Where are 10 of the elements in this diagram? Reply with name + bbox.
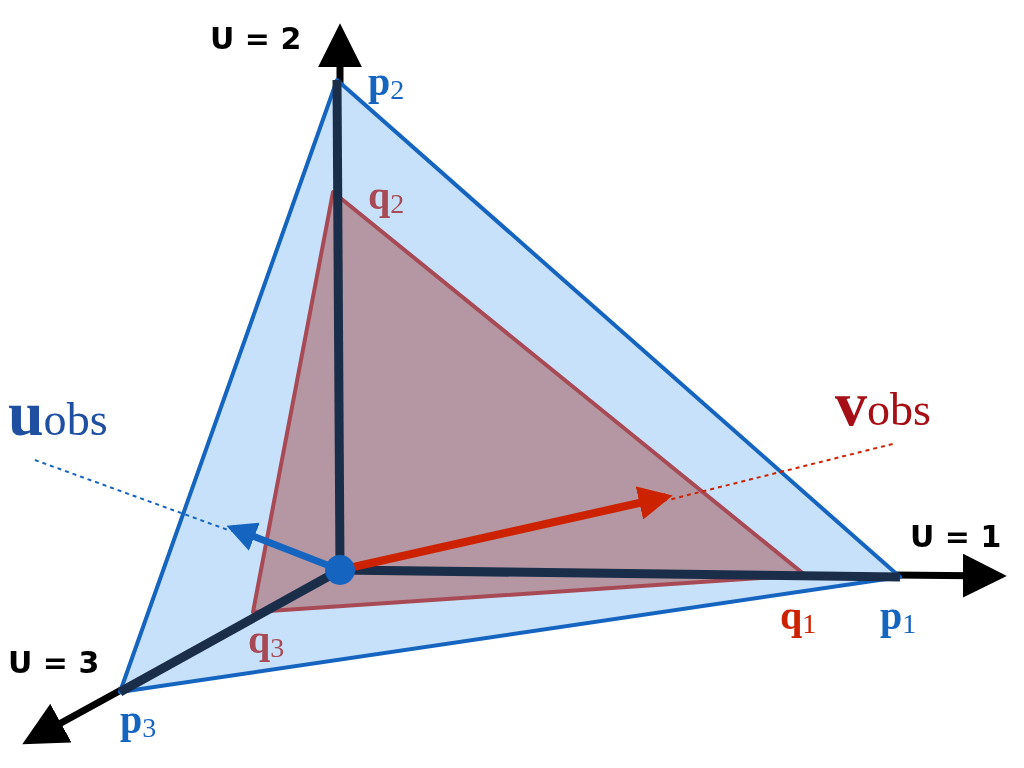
axis-label: U = 1 bbox=[910, 522, 1002, 552]
vertex-label: p$_{2}$ bbox=[368, 62, 405, 105]
axis-label: U = 3 bbox=[8, 648, 100, 678]
vertex-label: q$_{2}$ bbox=[368, 176, 405, 219]
vertex-label: q$_{1}$ bbox=[780, 596, 817, 639]
vertex-label: p$_{1}$ bbox=[880, 596, 917, 639]
vertex-label: q$_{3}$ bbox=[248, 620, 285, 663]
axis-label: U = 2 bbox=[210, 24, 302, 54]
vertex-label: p$_{3}$ bbox=[120, 700, 157, 743]
leader-line bbox=[33, 459, 229, 531]
